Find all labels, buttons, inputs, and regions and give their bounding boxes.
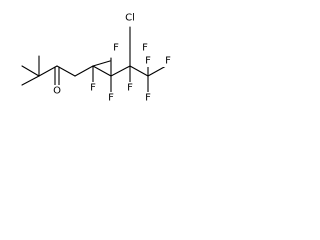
bond-methyl-1 <box>21 65 40 77</box>
bond-c5-f-right <box>92 60 111 67</box>
bond-cf2-cf2-b <box>110 65 131 77</box>
atom-fluorine-3: F <box>145 56 151 67</box>
bond-methyl-3 <box>21 75 40 86</box>
bond-cf2-cf2-c <box>129 65 149 77</box>
atom-fluorine-7: F <box>127 83 133 94</box>
atom-fluorine-1: F <box>113 43 119 54</box>
bond-cf2-cf2-a <box>92 65 112 77</box>
structural-formula: Cl F F F F F F F F O <box>21 12 173 104</box>
atom-labels: Cl F F F F F F F F O <box>52 12 173 104</box>
bond-c8-f-right <box>147 65 167 77</box>
bond-carbonyl-ch2 <box>56 65 76 77</box>
atom-chlorine: Cl <box>125 13 135 24</box>
atom-fluorine-2: F <box>142 43 148 54</box>
atom-fluorine-5: F <box>90 83 96 94</box>
bond-quaternary-carbonyl <box>38 65 58 77</box>
atom-fluorine-6: F <box>108 93 114 104</box>
bond-ch2-cf2 <box>74 65 94 77</box>
atom-fluorine-4: F <box>165 56 171 67</box>
atom-oxygen: O <box>53 86 61 97</box>
atom-fluorine-8: F <box>145 93 151 104</box>
